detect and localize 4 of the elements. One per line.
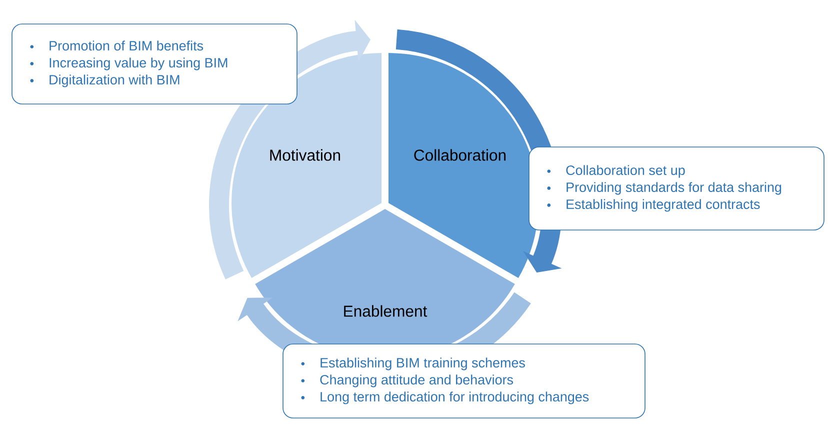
cycle-segment: Collaboration (388, 29, 562, 278)
bullet-list-box: Promotion of BIM benefits Increasing value by using BIM Digitalization with BIM (12, 24, 298, 104)
bullet-list-box: Collaboration set up Providing standards for data sharing Establishing integrated contracts (528, 146, 824, 230)
bullet-list-box: Establishing BIM training schemes Changing attitude and behaviors Long term dedication for introducing changes (282, 344, 646, 418)
